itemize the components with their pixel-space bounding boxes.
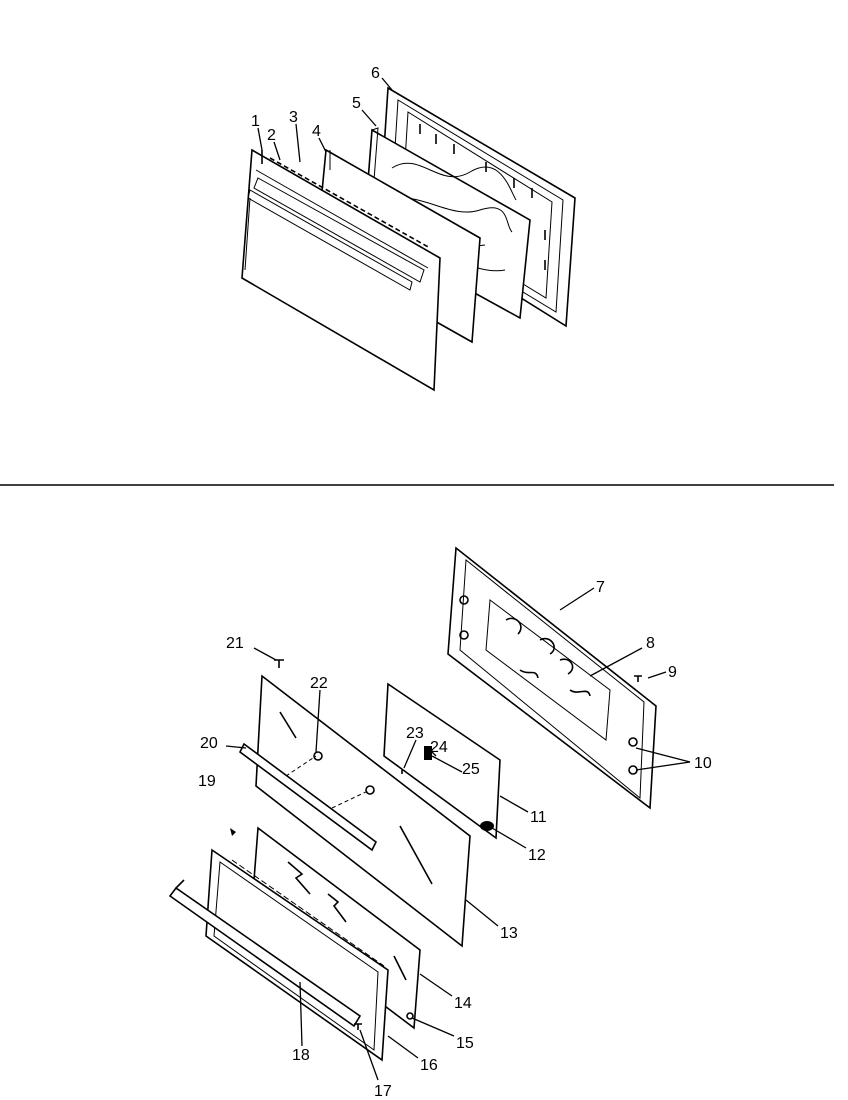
screw-17 [354, 1023, 362, 1030]
upper-door-assembly: 1 2 3 4 5 6 [241, 65, 576, 392]
glare-marks [279, 711, 433, 885]
glass-glare [287, 861, 407, 981]
lower-door-assembly: 7 8 9 10 11 12 13 14 15 16 17 18 19 20 2… [168, 546, 712, 1100]
callout-4: 4 [312, 123, 321, 140]
frame-slots [419, 124, 546, 270]
lower-leaders [225, 587, 691, 1081]
callout-3: 3 [289, 109, 298, 126]
door-handle [168, 879, 362, 1028]
callout-23: 23 [406, 725, 424, 742]
callout-20: 20 [200, 735, 218, 752]
callout-12: 12 [528, 847, 546, 864]
inner-glass-panel [255, 674, 471, 948]
callout-11: 11 [530, 809, 547, 826]
spring-24 [424, 746, 432, 760]
callout-15: 15 [456, 1035, 474, 1052]
callout-18: 18 [292, 1047, 310, 1064]
support-rod [238, 742, 378, 852]
callout-17: 17 [374, 1083, 392, 1100]
door-liner [447, 546, 657, 810]
screw-9 [634, 675, 642, 682]
screw-21 [274, 659, 284, 668]
callout-16: 16 [420, 1057, 438, 1074]
callout-22: 22 [310, 675, 328, 692]
callout-8: 8 [646, 635, 655, 652]
callout-25: 25 [462, 761, 480, 778]
callout-21: 21 [226, 635, 244, 652]
callout-14: 14 [454, 995, 472, 1012]
clip-19 [230, 828, 236, 836]
callout-6: 6 [371, 65, 380, 82]
callout-24: 24 [430, 739, 448, 756]
callout-2: 2 [267, 127, 276, 144]
outer-door-panel [241, 148, 441, 392]
liner-detail [459, 595, 638, 775]
door-bumper [480, 821, 494, 831]
vent-slots [255, 157, 431, 269]
callout-9: 9 [668, 664, 677, 681]
callout-5: 5 [352, 95, 361, 112]
upper-leaders [257, 77, 393, 163]
callout-19: 19 [198, 773, 216, 790]
callout-7: 7 [596, 579, 605, 596]
callout-10: 10 [694, 755, 712, 772]
callout-13: 13 [500, 925, 518, 942]
callout-1: 1 [251, 113, 260, 130]
